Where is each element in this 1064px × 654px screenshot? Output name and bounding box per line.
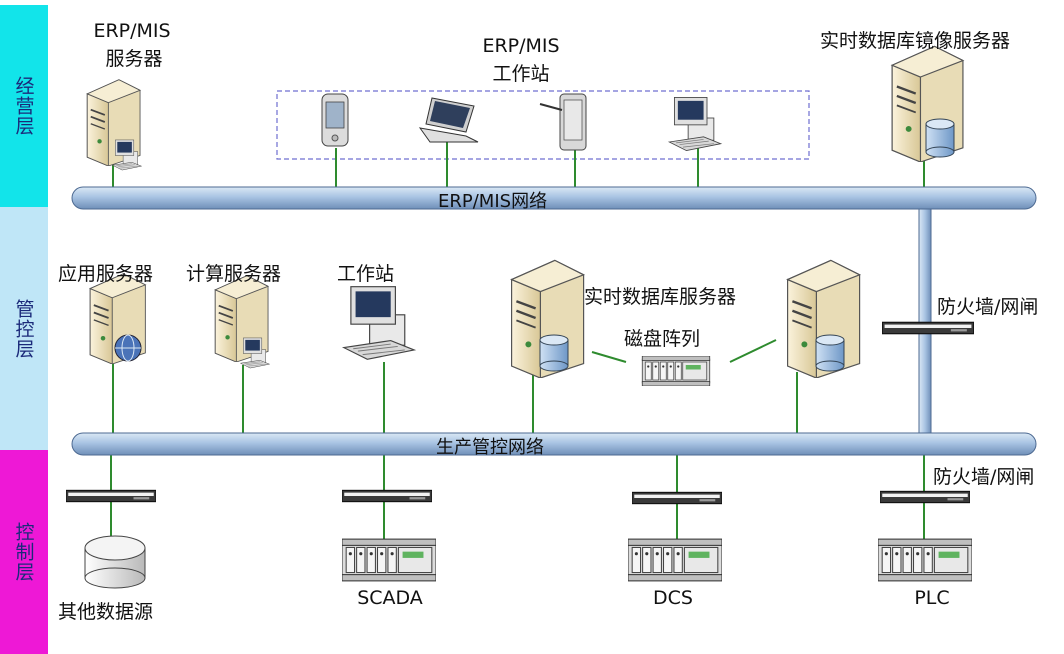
layer-label-control-management: 管控层 xyxy=(12,298,35,359)
switch-other-source-icon xyxy=(66,489,156,503)
rtdb-server-label: 实时数据库服务器 xyxy=(584,286,737,308)
production-network-label: 生产管控网络 xyxy=(436,437,544,458)
laptop-icon xyxy=(418,97,479,143)
other-data-source-icon xyxy=(84,535,146,589)
erp-workstation-label-line2: 工作站 xyxy=(492,63,550,85)
mirror-server-icon xyxy=(890,44,965,162)
disk-array-label: 磁盘阵列 xyxy=(624,328,701,350)
firewall-lower-label: 防火墙/网闸 xyxy=(933,466,1035,488)
erp-server-label-line2: 服务器 xyxy=(105,48,163,70)
erp-mis-network-label: ERP/MIS网络 xyxy=(438,191,548,212)
scada-label: SCADA xyxy=(357,587,423,609)
other-data-source-label: 其他数据源 xyxy=(58,601,154,623)
desktop-pc-icon xyxy=(668,96,722,152)
plc-controller-icon xyxy=(878,538,972,582)
disk-array-icon xyxy=(641,356,711,386)
mirror-server-label: 实时数据库镜像服务器 xyxy=(820,30,1011,52)
workstation-group-box xyxy=(276,90,810,160)
firewall-upper-icon xyxy=(882,321,974,335)
switch-scada-icon xyxy=(342,489,432,503)
link-lines xyxy=(110,140,925,540)
erp-mis-network-bus xyxy=(71,186,1037,210)
production-network-bus xyxy=(71,432,1037,456)
application-server-icon xyxy=(89,272,147,364)
erp-workstation-label-line1: ERP/MIS xyxy=(482,35,560,57)
plc-label: PLC xyxy=(914,587,950,609)
firewall-upper-label: 防火墙/网闸 xyxy=(937,296,1039,318)
firewall-lower-icon xyxy=(880,490,970,504)
dcs-label: DCS xyxy=(653,587,693,609)
tablet-icon xyxy=(539,93,587,151)
vertical-bus-link xyxy=(918,197,932,441)
app-server-label: 应用服务器 xyxy=(58,263,154,285)
layer-band-control: 控制层 xyxy=(0,450,48,654)
scada-controller-icon xyxy=(342,538,436,582)
rtdb-server-right-icon xyxy=(786,258,862,378)
switch-dcs-icon xyxy=(632,491,722,505)
compute-server-icon xyxy=(214,274,270,369)
workstation-icon xyxy=(343,285,415,361)
erp-mis-server-icon xyxy=(86,78,142,171)
erp-server-label-line1: ERP/MIS xyxy=(93,20,171,42)
dcs-controller-icon xyxy=(628,538,722,582)
workstation-label: 工作站 xyxy=(337,263,395,285)
pda-icon xyxy=(321,93,349,147)
layer-band-control-management: 管控层 xyxy=(0,207,48,450)
rtdb-server-left-icon xyxy=(510,258,586,378)
layer-band-management: 经营层 xyxy=(0,5,48,207)
layer-label-control: 控制层 xyxy=(12,522,35,582)
layer-label-management: 经营层 xyxy=(12,76,35,136)
compute-server-label: 计算服务器 xyxy=(186,263,282,285)
